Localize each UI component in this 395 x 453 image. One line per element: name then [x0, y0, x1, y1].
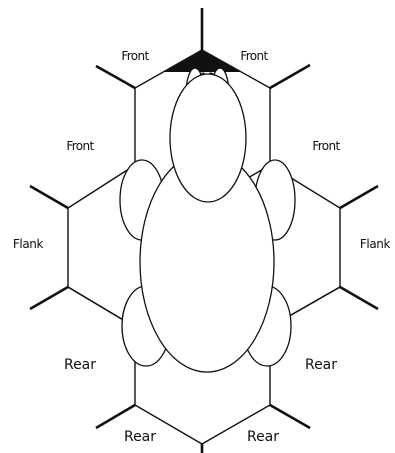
label-rear-bottom-left: Rear: [124, 429, 156, 445]
divider-right-upper: [340, 186, 378, 208]
label-rear-bottom-right: Rear: [247, 429, 279, 445]
label-flank-left: Flank: [13, 237, 44, 251]
model-silhouette: [120, 68, 295, 372]
divider-left-upper: [30, 186, 68, 208]
front-arc-wedge: [163, 50, 241, 72]
divider-bottom-right: [270, 405, 310, 428]
divider-right-lower: [340, 287, 378, 309]
label-rear-left: Rear: [64, 357, 96, 373]
label-front-left: Front: [66, 139, 94, 153]
divider-top-right: [270, 65, 310, 88]
label-rear-right: Rear: [305, 357, 337, 373]
divider-bottom-left: [96, 405, 135, 428]
head: [170, 74, 246, 202]
divider-left-lower: [30, 287, 68, 309]
label-front-top-left: Front: [121, 49, 149, 63]
label-flank-right: Flank: [360, 237, 391, 251]
label-front-right: Front: [312, 139, 340, 153]
label-front-top-right: Front: [240, 49, 268, 63]
divider-top-left: [96, 66, 135, 88]
